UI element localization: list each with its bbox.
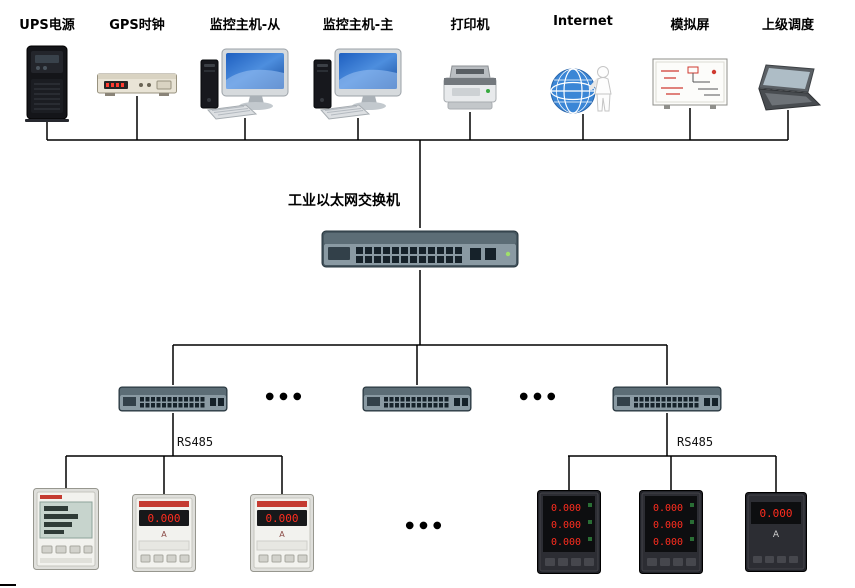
- sub-switch-1-icon: [118, 385, 228, 413]
- meter-unit: A: [773, 530, 780, 540]
- meter-unit: A: [161, 530, 167, 539]
- sub-switch-3-icon: [612, 385, 722, 413]
- meter-white-led-2-icon: 0.000 A: [250, 494, 314, 572]
- rs485-label-left: RS485: [177, 435, 214, 449]
- meter-display-row1: 0.000: [551, 503, 581, 514]
- ellipsis-meter-gap: ●●●: [405, 520, 447, 531]
- meter-unit: A: [279, 530, 285, 539]
- ellipsis-switch-gap-right: ●●●: [519, 391, 561, 402]
- meter-display-row1: 0.000: [653, 503, 683, 514]
- device-label-ups: UPS电源: [19, 18, 75, 33]
- sub-switch-2-icon: [362, 385, 472, 413]
- ellipsis-switch-gap-left: ●●●: [265, 391, 307, 402]
- meter-display-row2: 0.000: [653, 520, 683, 531]
- device-label-printer: 打印机: [450, 18, 490, 33]
- meter-black-3row-2-icon: 0.000 0.000 0.000: [639, 490, 703, 574]
- meter-black-1row-icon: 0.000 A: [745, 492, 807, 572]
- laptop-icon: [750, 64, 826, 112]
- meter-display-row3: 0.000: [551, 537, 581, 548]
- meter-display: 0.000: [759, 507, 792, 520]
- meter-display-row2: 0.000: [551, 520, 581, 531]
- device-label-gps: GPS时钟: [109, 18, 165, 33]
- meter-display-row3: 0.000: [653, 537, 683, 548]
- device-label-monitor-slave: 监控主机-从: [209, 18, 281, 33]
- printer-icon: [440, 64, 500, 114]
- core-switch-label: 工业以太网交换机: [288, 193, 400, 209]
- workstation-slave-icon: [200, 48, 290, 120]
- page-border-fragment: [0, 584, 16, 586]
- meter-black-3row-1-icon: 0.000 0.000 0.000: [537, 490, 601, 574]
- rs485-label-right: RS485: [677, 435, 714, 449]
- ups-icon: [23, 45, 71, 123]
- internet-globe-icon: [548, 60, 618, 116]
- gps-clock-icon: [97, 70, 177, 98]
- meter-white-lcd-icon: [33, 488, 99, 570]
- core-switch-icon: [320, 228, 520, 270]
- device-label-dispatch: 上级调度: [761, 18, 814, 33]
- device-label-internet: Internet: [553, 14, 613, 29]
- meter-display: 0.000: [147, 512, 180, 525]
- device-label-mimic-panel: 模拟屏: [670, 18, 710, 33]
- meter-white-led-1-icon: 0.000 A: [132, 494, 196, 572]
- workstation-master-icon: [313, 48, 403, 120]
- device-label-monitor-master: 监控主机-主: [322, 18, 394, 33]
- meter-display: 0.000: [265, 512, 298, 525]
- mimic-panel-icon: [652, 58, 728, 110]
